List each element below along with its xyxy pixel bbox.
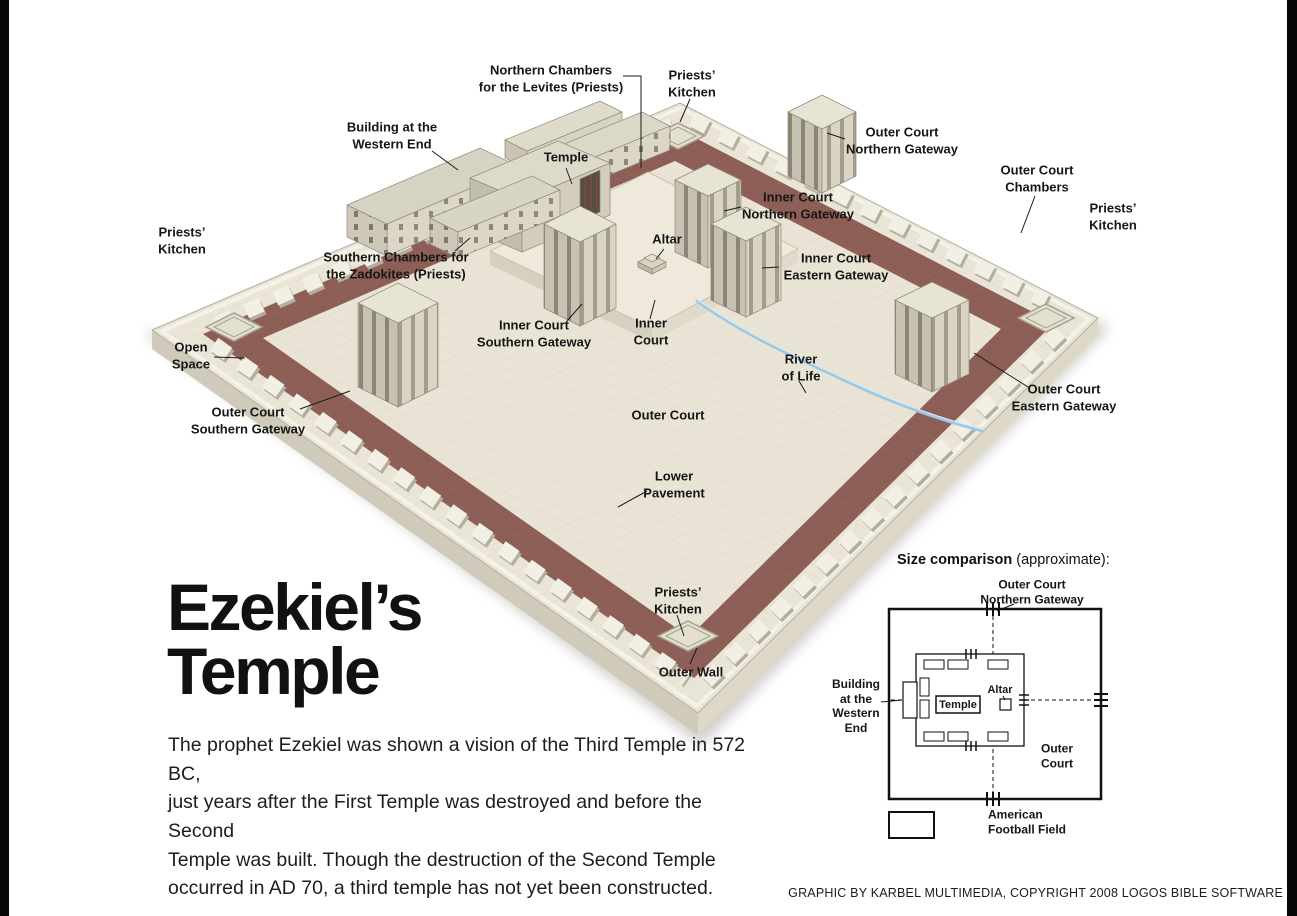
priests-kitchens-corner-courts: [204, 122, 1076, 652]
inner-court-southern-gateway-structure: [543, 205, 617, 327]
label-priests-kitchen-right: Priests’ Kitchen: [1089, 200, 1137, 232]
plan-inner-gateway-notches: [965, 649, 1029, 751]
label-building-western-end: Building at the Western End: [346, 119, 438, 151]
size-comparison-heading-bold: Size comparison: [897, 552, 1013, 568]
label-temple: Temple: [543, 149, 589, 165]
outer-court-chamber-rows: [206, 112, 1068, 691]
label-football-field: American Football Field: [988, 807, 1066, 836]
credit-line: GRAPHIC BY KARBEL MULTIMEDIA, COPYRIGHT …: [788, 886, 1283, 900]
label-open-space: Open Space: [171, 339, 211, 371]
label-outer-court-northern-gateway: Outer Court Northern Gateway: [846, 124, 958, 156]
outer-court-northern-gateway-structure: [787, 94, 857, 194]
label-inner-court-eastern-gateway: Inner Court Eastern Gateway: [783, 250, 889, 282]
label-river-of-life: River of Life: [781, 351, 821, 383]
leader-lines: [213, 75, 1036, 665]
label-plan-building-western-end: Building at the Western End: [832, 676, 880, 735]
page-title-line2: Temple: [167, 634, 381, 709]
plan-altar-square: [999, 698, 1012, 711]
label-altar: Altar: [652, 231, 682, 247]
label-priests-kitchen-bottom: Priests’ Kitchen: [654, 584, 702, 616]
label-outer-court: Outer Court: [631, 407, 705, 423]
inner-court-eastern-gateway-structure: [710, 206, 782, 318]
label-outer-court-southern-gateway: Outer Court Southern Gateway: [190, 404, 306, 436]
label-lower-pavement: Lower Pavement: [643, 468, 705, 500]
plan-gateway-notches: [986, 602, 1108, 806]
southern-chambers-row: [429, 175, 561, 259]
label-plan-outer-court-northern-gateway: Outer Court Northern Gateway: [980, 577, 1084, 606]
label-outer-court-eastern-gateway: Outer Court Eastern Gateway: [1011, 381, 1117, 413]
label-outer-court-chambers: Outer Court Chambers: [1000, 162, 1074, 194]
gateway-towers: [357, 94, 970, 408]
label-inner-court-northern-gateway: Inner Court Northern Gateway: [742, 189, 854, 221]
plan-temple-box: [935, 695, 981, 714]
outer-court-southern-gateway-structure: [357, 282, 439, 408]
page-title: Ezekiel’s Temple: [167, 570, 423, 709]
left-edge-bar: [0, 0, 9, 916]
label-outer-wall: Outer Wall: [658, 664, 724, 680]
size-comparison-diagram: [880, 602, 1108, 839]
right-edge-bar: [1287, 0, 1297, 916]
plan-leader-lines: [880, 603, 1015, 703]
platform-sides: [152, 318, 1098, 735]
outer-court-eastern-gateway-structure: [894, 281, 970, 393]
plan-building-western-end: [902, 681, 918, 719]
label-inner-court-southern-gateway: Inner Court Southern Gateway: [476, 317, 592, 349]
label-northern-chambers: Northern Chambers for the Levites (Pries…: [478, 62, 624, 94]
label-inner-court: Inner Court: [633, 315, 669, 347]
label-plan-altar: Altar: [987, 683, 1013, 696]
label-plan-outer-court: Outer Court: [1040, 741, 1074, 770]
label-priests-kitchen-top: Priests’ Kitchen: [668, 67, 716, 99]
plan-football-field-rect: [888, 811, 935, 839]
altar-structure: [637, 253, 667, 275]
label-southern-chambers: Southern Chambers for the Zadokites (Pri…: [323, 249, 469, 281]
size-comparison-heading: Size comparison (approximate):: [897, 552, 1110, 568]
size-comparison-heading-note: (approximate):: [1012, 552, 1110, 568]
label-plan-temple: Temple: [939, 698, 977, 711]
label-priests-kitchen-left: Priests’ Kitchen: [158, 224, 206, 256]
description-paragraph: The prophet Ezekiel was shown a vision o…: [168, 734, 746, 900]
page-title-line1: Ezekiel’s: [167, 570, 423, 644]
river-of-life-stream: [694, 298, 985, 433]
